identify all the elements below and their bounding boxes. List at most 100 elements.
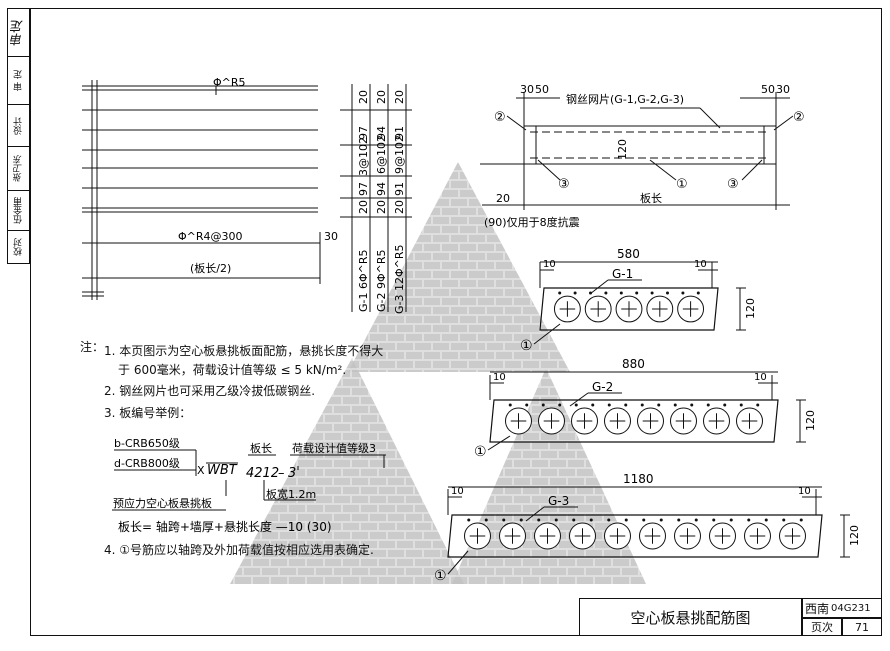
mesh-wire <box>659 518 663 522</box>
g2-seg-mid: 6@102 <box>375 135 388 174</box>
strip-name-2: 张卫东 <box>8 147 29 191</box>
seismic-note: (90)仅用于8度抗震 <box>484 215 580 229</box>
steel-b: b-CRB650级 <box>114 437 180 450</box>
mesh-wire <box>729 518 733 522</box>
marker-1-panel: ① <box>520 338 533 354</box>
sec-dim-50-right: 50 <box>761 83 775 96</box>
page-label-cell: 页次 <box>802 618 842 636</box>
marker-leader <box>487 435 511 451</box>
mesh-wire <box>525 403 529 407</box>
panel-id-leader <box>525 506 545 522</box>
mesh-wire <box>782 518 786 522</box>
span-note: (板长/2) <box>190 261 231 275</box>
g1-label: G-1 6Φ^R5 <box>357 249 370 312</box>
mesh-wire <box>690 403 694 407</box>
g3-seg-mid: 9@102 <box>393 135 406 174</box>
mesh-wire <box>591 403 595 407</box>
panel-id-leader <box>589 279 609 295</box>
g1-seg-top: 20 <box>357 90 370 104</box>
edge-right: 10 <box>694 259 707 270</box>
marker-leader <box>533 323 561 345</box>
mesh-wire <box>681 291 685 295</box>
len-label: 板长 <box>250 441 272 455</box>
g2-seg-4: 94 <box>375 182 388 196</box>
strip-label-1: 审 定 <box>8 57 29 105</box>
mesh-wire <box>467 518 471 522</box>
atlas-name: 西南 <box>805 601 830 616</box>
edge-right: 10 <box>798 486 811 497</box>
mesh-wire <box>558 291 562 295</box>
g1-seg-mid: 3@102 <box>357 137 370 176</box>
panel-width: 1180 <box>623 472 654 486</box>
page-label: 页次 <box>811 621 833 634</box>
edge-left: 10 <box>543 259 556 270</box>
mesh-wire <box>508 403 512 407</box>
mesh-wire <box>739 403 743 407</box>
load-label: 荷载设计值等级3 <box>292 441 376 455</box>
page-number: 71 <box>855 620 869 634</box>
dim-30: 30 <box>324 230 338 243</box>
mesh-wire <box>657 403 661 407</box>
g1-seg-2: 97 <box>357 126 370 140</box>
panel-outline <box>539 287 719 331</box>
atlas-cell: 西南 04G231 <box>802 598 882 618</box>
g2-seg-2: 94 <box>375 126 388 140</box>
mesh-wire <box>573 291 577 295</box>
note-2: 2. 钢丝网片也可采用乙级冷拔低碳钢丝. <box>104 384 316 398</box>
g2-seg-top: 20 <box>375 90 388 104</box>
code-wbt: WBT <box>207 463 238 478</box>
g3-seg-top: 20 <box>393 90 406 104</box>
mesh-wire <box>694 518 698 522</box>
sec-dim-30-right: 30 <box>776 83 790 96</box>
mesh-wire <box>484 518 488 522</box>
watermark-pyramid-left <box>230 358 464 584</box>
mesh-wire <box>666 291 669 295</box>
steel-d: d-CRB800级 <box>114 457 180 470</box>
panel-id: G-3 <box>548 494 569 508</box>
panel-outline <box>447 514 823 558</box>
g3-seg-2: 91 <box>393 126 406 140</box>
mesh-wire <box>635 291 639 295</box>
mesh-wire <box>723 403 727 407</box>
marker-1-panel: ① <box>474 444 487 460</box>
panel-outline <box>489 399 779 443</box>
marker-3-right: ③ <box>727 177 739 192</box>
marker-1-section: ① <box>676 177 688 192</box>
mesh-wire <box>677 518 681 522</box>
marker-2-right: ② <box>793 110 805 125</box>
note-4: 4. ①号筋应以轴跨及外加荷载值按相应选用表确定. <box>104 543 374 557</box>
sec-dim-20: 20 <box>496 192 510 205</box>
mesh-wire <box>537 518 541 522</box>
mesh-wire <box>624 518 628 522</box>
mesh-wire <box>642 518 646 522</box>
mesh-wire <box>696 291 700 295</box>
drawing-title: 空心板悬挑配筋图 <box>579 598 802 636</box>
mesh-wire <box>572 518 576 522</box>
mesh-wire <box>607 518 611 522</box>
strip-name-1: 伍金甫 <box>8 191 29 231</box>
mesh-wire <box>574 403 578 407</box>
approval-strip: 审定 审 定 设计 张卫东 伍金甫 校对 <box>7 8 30 264</box>
marker-2-left: ② <box>494 110 506 125</box>
edge-right: 10 <box>754 372 767 383</box>
mesh-wire <box>624 403 628 407</box>
top-bar-label: Φ^R5 <box>213 76 246 89</box>
mesh-wire <box>541 403 545 407</box>
mesh-wire <box>799 518 803 522</box>
mesh-wire <box>673 403 677 407</box>
formula: 板长= 轴跨+墙厚+悬挑长度 —10 (30) <box>118 519 332 534</box>
panel-height: 120 <box>744 298 757 319</box>
mesh-wire <box>558 403 562 407</box>
g3-seg-bottom: 20 <box>393 200 406 214</box>
page-number-cell: 71 <box>842 618 882 636</box>
edge-left: 10 <box>451 486 464 497</box>
note-1a: 1. 本页图示为空心板悬挑板面配筋，悬挑长度不得大 <box>104 344 384 358</box>
code-dash: – <box>278 466 285 481</box>
type-label: 预应力空心板悬挑板 <box>113 496 212 510</box>
